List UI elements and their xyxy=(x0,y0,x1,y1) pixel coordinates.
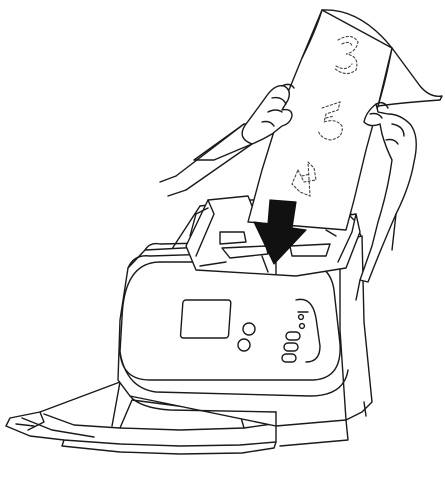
indicator-light-1 xyxy=(297,313,305,321)
panel-key-3 xyxy=(281,353,297,363)
panel-key-2 xyxy=(283,342,299,352)
panel-button-2 xyxy=(237,338,251,352)
right-hand xyxy=(355,101,417,301)
panel-button-1 xyxy=(242,322,256,336)
panel-key-1 xyxy=(285,331,301,341)
paper-marks xyxy=(291,35,359,197)
output-tray xyxy=(5,381,277,455)
left-hand xyxy=(159,83,295,197)
long-paper xyxy=(247,9,443,231)
down-arrow-icon xyxy=(253,199,307,265)
indicator-light-2 xyxy=(298,322,306,330)
lcd-screen xyxy=(179,299,232,339)
control-panel xyxy=(179,299,309,363)
